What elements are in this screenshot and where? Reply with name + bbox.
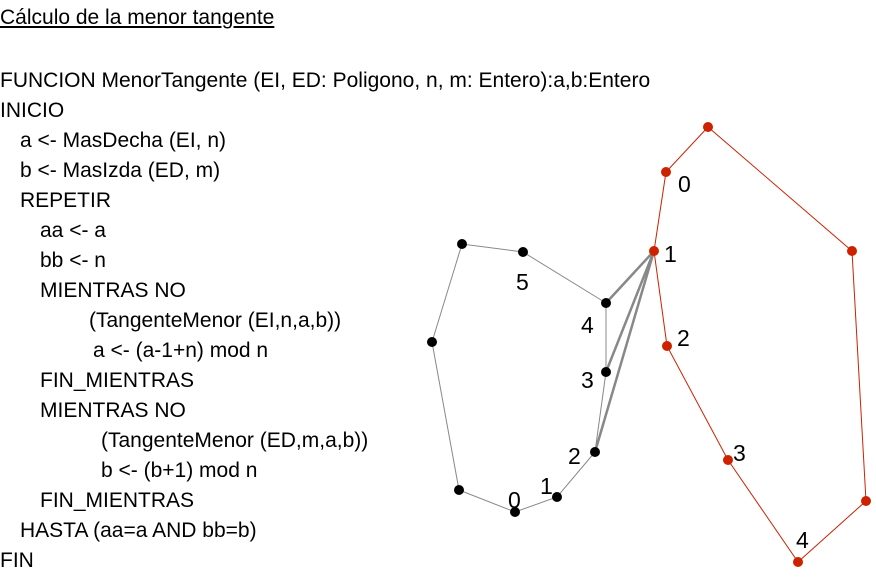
code-line-mientras-2: MIENTRAS NO xyxy=(40,399,186,422)
right-vertex xyxy=(662,341,672,351)
left-vertex xyxy=(427,337,437,347)
tangent-line-2-1 xyxy=(593,250,656,453)
code-line-a-update: a <- (a-1+n) mod n xyxy=(93,339,269,362)
left-label-4: 4 xyxy=(581,312,594,338)
code-line-function: FUNCION MenorTangente (EI, ED: Poligono,… xyxy=(0,69,651,92)
code-line-b-update: b <- (b+1) mod n xyxy=(101,459,258,482)
right-vertex xyxy=(661,167,671,177)
right-label-1: 1 xyxy=(664,241,677,267)
left-label-0: 0 xyxy=(508,487,521,513)
code-line-fin-mientras-2: FIN_MIENTRAS xyxy=(40,489,195,512)
right-vertex xyxy=(703,122,713,132)
left-vertex xyxy=(590,447,600,457)
code-line-hasta: HASTA (aa=a AND bb=b) xyxy=(20,519,257,542)
code-line-repetir: REPETIR xyxy=(20,189,112,212)
right-vertex xyxy=(861,496,871,506)
left-label-1: 1 xyxy=(540,473,553,499)
code-line-a-init: a <- MasDecha (EI, n) xyxy=(20,129,226,152)
left-vertex xyxy=(601,367,611,377)
left-vertex xyxy=(552,492,562,502)
tangent-line-3-1 xyxy=(604,250,656,373)
left-vertex xyxy=(601,298,611,308)
code-line-fin-mientras-1: FIN_MIENTRAS xyxy=(40,369,195,392)
code-line-fin: FIN xyxy=(0,549,34,572)
page-title: Cálculo de la menor tangente xyxy=(0,6,275,29)
left-vertex xyxy=(510,507,520,517)
code-line-inicio: INICIO xyxy=(0,99,65,122)
left-vertex xyxy=(457,239,467,249)
right-vertex xyxy=(649,246,659,256)
right-vertex xyxy=(793,557,803,567)
right-label-0: 0 xyxy=(678,171,691,197)
code-line-b-init: b <- MasIzda (ED, m) xyxy=(20,159,221,182)
left-polygon-outline xyxy=(431,243,607,513)
left-label-3: 3 xyxy=(581,367,594,393)
left-vertex xyxy=(454,485,464,495)
code-line-mientras-1: MIENTRAS NO xyxy=(40,279,186,302)
code-line-tangente-ei: (TangenteMenor (EI,n,a,b)) xyxy=(89,309,342,332)
right-vertex xyxy=(847,246,857,256)
code-line-aa: aa <- a xyxy=(40,219,106,242)
right-vertex xyxy=(723,455,733,465)
right-label-4: 4 xyxy=(796,527,809,553)
left-label-5: 5 xyxy=(516,269,529,295)
code-line-tangente-ed: (TangenteMenor (ED,m,a,b)) xyxy=(101,429,369,452)
left-vertex xyxy=(518,247,528,257)
code-line-bb: bb <- n xyxy=(40,249,106,272)
tangent-line-4-1 xyxy=(605,250,655,304)
right-label-3: 3 xyxy=(733,440,746,466)
right-label-2: 2 xyxy=(677,325,690,351)
left-label-2: 2 xyxy=(568,443,581,469)
